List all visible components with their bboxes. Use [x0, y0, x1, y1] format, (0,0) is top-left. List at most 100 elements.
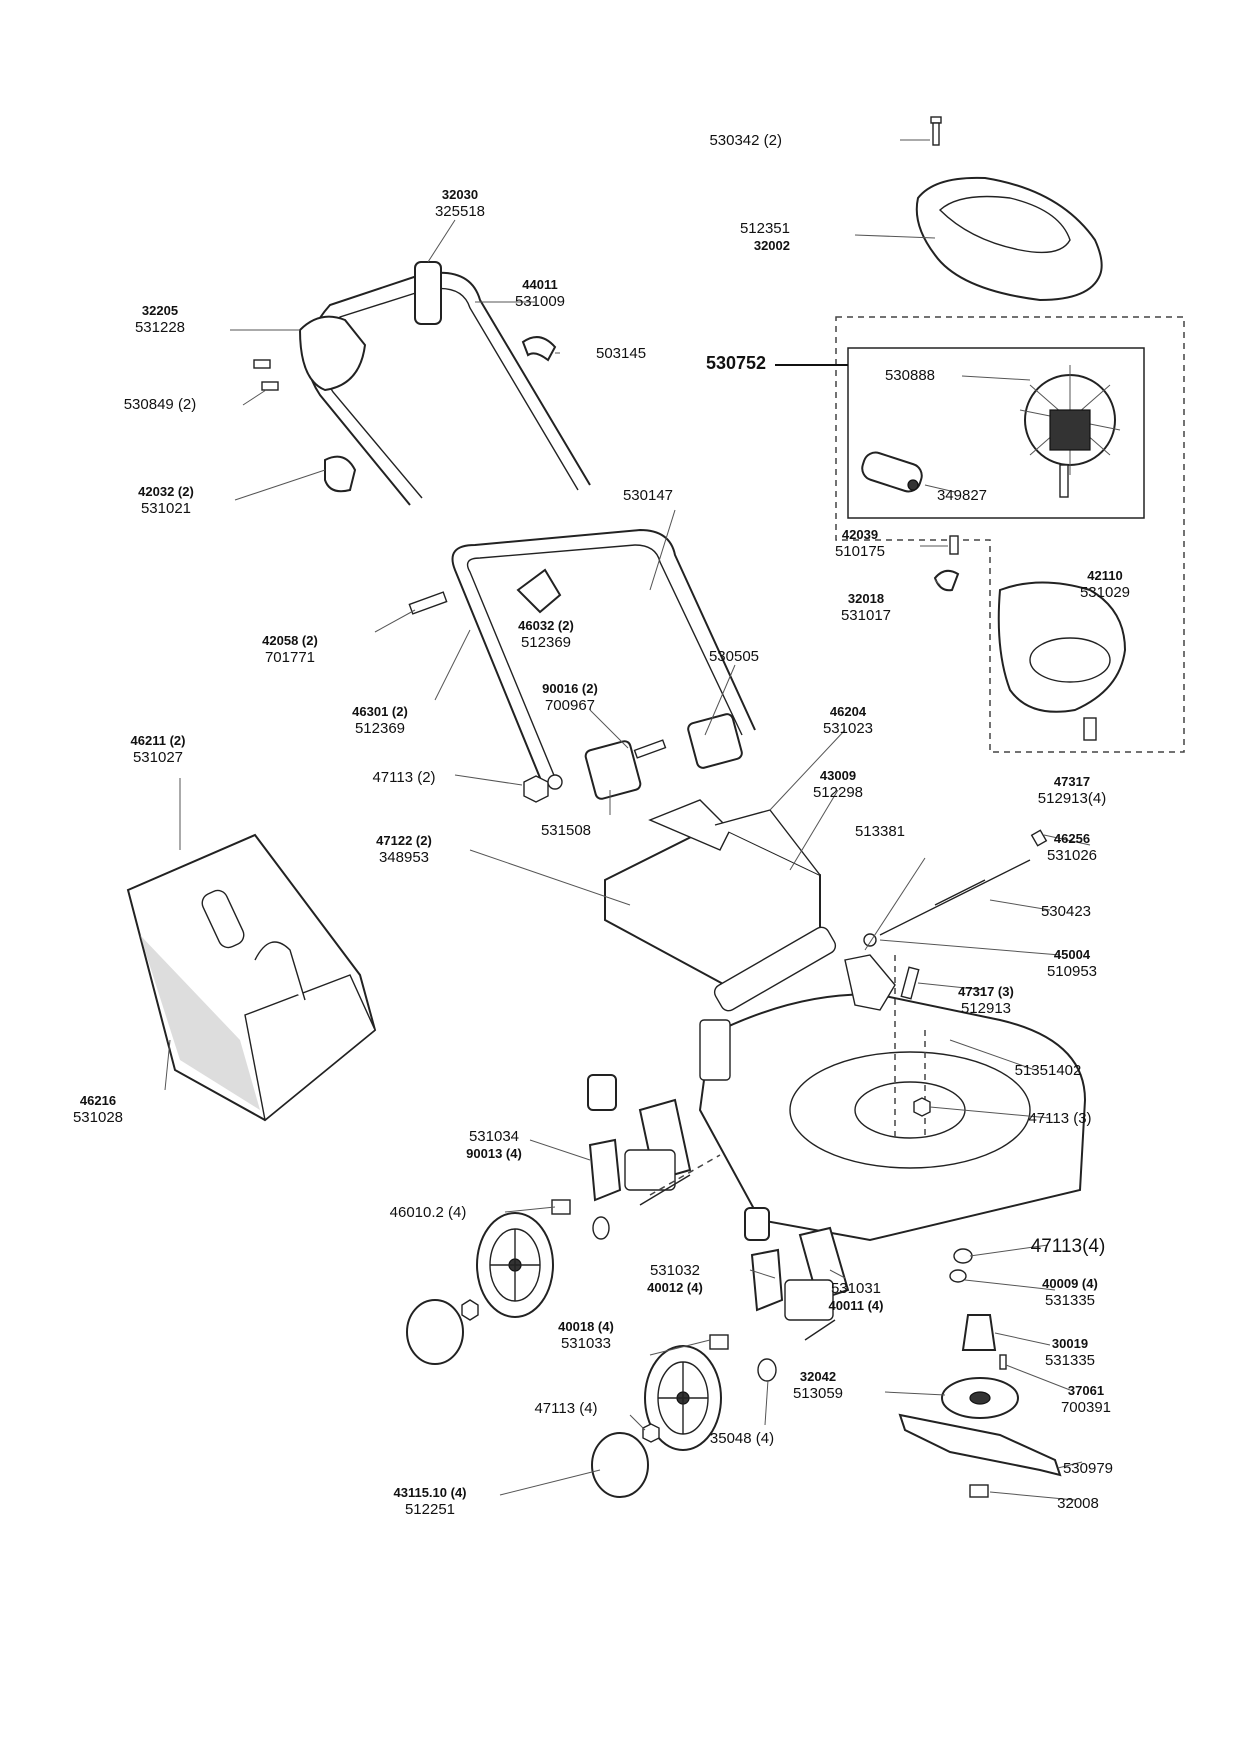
front-height-adjuster-part — [587, 1074, 721, 1206]
deck-bolt-part — [900, 966, 920, 1000]
part-number-text: 531031 — [830, 1280, 882, 1297]
motor-part — [1019, 365, 1121, 498]
capacitor-part — [861, 451, 923, 493]
part-number-text: 349827 — [936, 487, 988, 504]
part-label: 46032 (2)512369 — [518, 617, 574, 651]
rear-wheel-bolt-part — [709, 1334, 777, 1382]
part-number-text: 47122 (2) — [376, 833, 432, 848]
part-label: 42032 (2)531021 — [138, 483, 194, 517]
part-label: 46301 (2)512369 — [352, 703, 408, 737]
part-label: 51351402 — [1015, 1062, 1082, 1079]
part-number-text: 512913(4) — [1037, 790, 1107, 807]
small-screw-part — [949, 535, 959, 555]
handle-nuts-part — [523, 739, 667, 803]
part-number-text: 43115.10 (4) — [393, 1485, 467, 1500]
grass-catcher-part — [126, 833, 377, 1122]
part-number-text: 46211 (2) — [130, 733, 186, 748]
part-number-text: 531032 — [649, 1262, 701, 1279]
motor-housing-part — [997, 581, 1127, 741]
handle-wing-knob-part — [516, 568, 562, 614]
part-number-text: 47317 — [1053, 774, 1091, 789]
part-label: 90016 (2)700967 — [542, 680, 598, 714]
part-number-text: 42039 — [841, 527, 879, 542]
part-number-text: 46032 (2) — [518, 618, 574, 633]
part-label: 530979 — [1063, 1460, 1113, 1477]
part-number-text: 513059 — [792, 1385, 844, 1402]
blade-bolt-part — [969, 1484, 989, 1498]
part-number-text: 32002 — [753, 238, 790, 253]
part-number-text: 531034 — [468, 1128, 520, 1145]
part-number-text: 40012 (4) — [647, 1280, 703, 1295]
part-number-text: 530423 — [1040, 903, 1092, 920]
part-number-text: 530849 (2) — [123, 396, 197, 413]
part-label: 46211 (2)531027 — [131, 732, 186, 766]
part-label: 531508 — [541, 822, 591, 839]
part-number-text: 531033 — [560, 1335, 612, 1352]
part-number-text: 512351 — [739, 220, 790, 237]
part-number-text: 47317 (3) — [958, 984, 1014, 999]
handle-lever-part — [298, 315, 367, 392]
part-number-text: 35048 (4) — [709, 1430, 775, 1447]
part-number-text: 42058 (2) — [262, 633, 318, 648]
part-label: 513381 — [855, 823, 905, 840]
part-number-text: 32030 — [441, 187, 479, 202]
part-number-text: 510953 — [1046, 963, 1098, 980]
part-number-text: 46216 — [79, 1093, 117, 1108]
leader-lines — [164, 139, 1091, 1501]
part-label: 47122 (2)348953 — [376, 832, 432, 866]
handle-bolt-part — [408, 591, 448, 615]
part-number-text: 46301 (2) — [352, 704, 408, 719]
part-number-text: 32008 — [1057, 1495, 1099, 1512]
part-number-text: 325518 — [434, 203, 486, 220]
part-number-text: 32018 — [847, 591, 885, 606]
handle-bracket-part — [584, 713, 743, 800]
part-label: 35048 (4) — [710, 1430, 774, 1447]
part-label: 40018 (4)531033 — [558, 1318, 614, 1352]
part-number-text: 47113 (4) — [534, 1400, 598, 1417]
cable-part — [863, 829, 1048, 947]
rear-wheel-part — [644, 1345, 722, 1451]
part-number-text: 530979 — [1062, 1460, 1114, 1477]
part-number-text: 531023 — [822, 720, 874, 737]
part-number-text: 512251 — [404, 1501, 456, 1518]
part-number-text: 531335 — [1044, 1352, 1096, 1369]
part-label: 42058 (2)701771 — [262, 632, 318, 666]
part-number-text: 512369 — [520, 634, 572, 651]
part-number-text: 47113 (3) — [1028, 1110, 1092, 1127]
part-number-text: 531026 — [1046, 847, 1098, 864]
upper-handle-part — [306, 271, 591, 506]
part-label: 530342 (2) — [709, 132, 782, 149]
rear-hub-cap-part — [591, 1423, 660, 1498]
cable-clip-part — [521, 336, 557, 362]
rear-height-adjuster-part — [744, 1207, 850, 1341]
part-number-text: 40009 (4) — [1042, 1276, 1098, 1291]
part-number-text: 40011 (4) — [828, 1298, 884, 1313]
cover-screw-part — [930, 116, 942, 146]
part-number-text: 46256 — [1053, 831, 1091, 846]
part-number-text: 512369 — [354, 720, 406, 737]
deck-washers-part — [949, 1248, 1007, 1370]
front-wheel-part — [476, 1212, 554, 1318]
handle-knob-part — [324, 455, 357, 493]
part-number-text: 503145 — [596, 345, 647, 362]
part-label: 530505 — [709, 648, 759, 665]
part-label: 47113(4) — [1031, 1237, 1106, 1256]
part-number-text: 90016 (2) — [542, 681, 598, 696]
front-hub-cap-part — [406, 1299, 479, 1365]
part-number-text: 47113 (2) — [372, 769, 436, 786]
front-wheel-bolt-part — [551, 1199, 610, 1240]
part-number-text: 530888 — [884, 367, 936, 384]
part-number-text: 513381 — [854, 823, 906, 840]
